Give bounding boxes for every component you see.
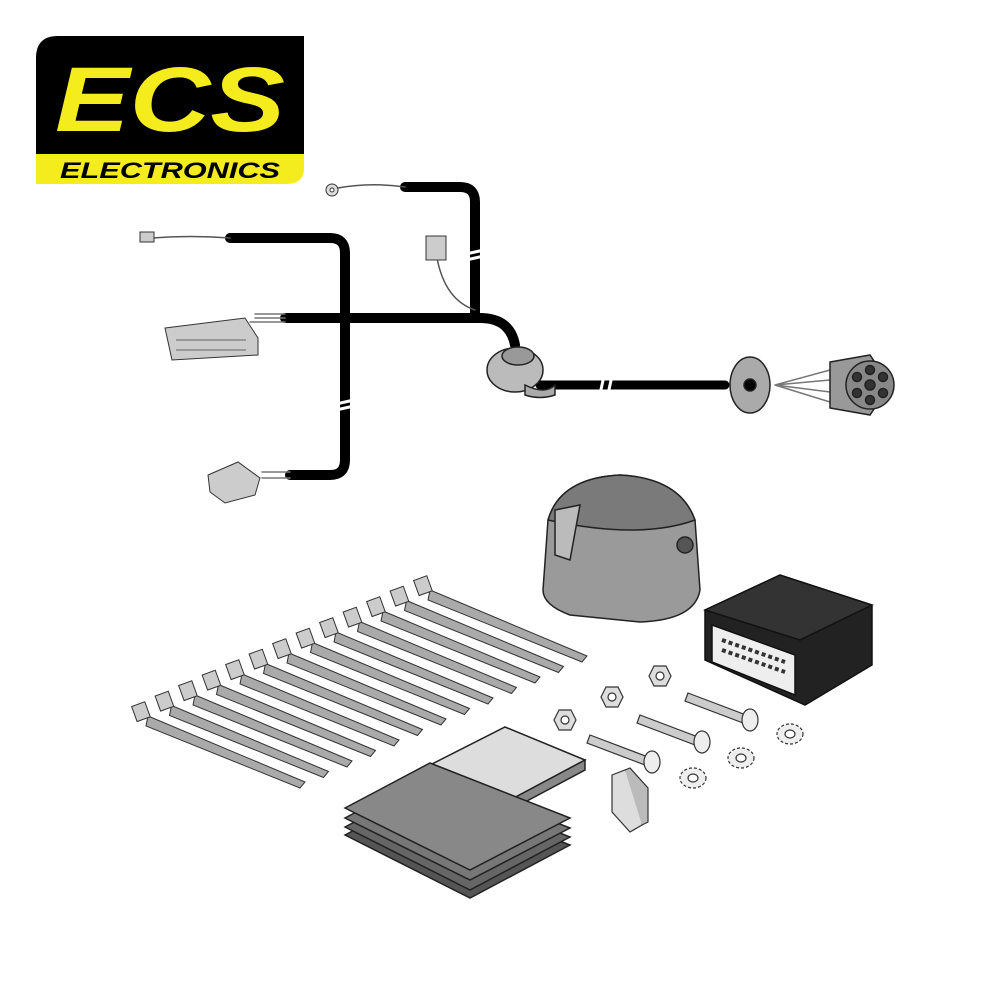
washer [679, 767, 707, 789]
ring-terminal [325, 183, 339, 197]
small-connector [139, 231, 447, 261]
cable-ties [130, 575, 588, 789]
multi-pin-connector [164, 317, 259, 361]
cable-tie [271, 638, 447, 726]
bolt [684, 692, 759, 732]
cable-tie [318, 617, 494, 705]
bolt [586, 734, 661, 774]
logo-brand-text: ECS [55, 49, 285, 151]
small-plug [207, 461, 261, 504]
bolt [636, 714, 711, 754]
cable-tie [248, 648, 424, 737]
cable-tie [177, 680, 353, 768]
cable-tie [412, 575, 588, 663]
fuse [611, 767, 649, 833]
logo-subtitle-text: ELECTRONICS [60, 158, 280, 183]
cable-tie [295, 627, 471, 716]
cable-tie [201, 669, 377, 758]
cable-tie [365, 596, 541, 684]
7-pin-socket [542, 474, 701, 623]
washer [776, 723, 804, 745]
ecs-electronics-logo: ECS ELECTRONICS [36, 36, 304, 184]
nut [553, 709, 577, 731]
nut [648, 665, 672, 687]
bolts [553, 665, 804, 789]
cable-break-marks [335, 248, 614, 412]
control-module [702, 574, 874, 706]
7-pin-plug [729, 354, 895, 416]
washer [727, 747, 755, 769]
adhesive-pads-stack [343, 762, 572, 899]
nut [600, 686, 624, 708]
wiring-harness [151, 182, 831, 480]
cable-tie [224, 659, 400, 747]
grommet [486, 346, 556, 399]
cable-tie [130, 701, 306, 789]
cable-tie [154, 690, 330, 779]
cable-tie [342, 606, 518, 695]
cable-tie [389, 585, 565, 674]
